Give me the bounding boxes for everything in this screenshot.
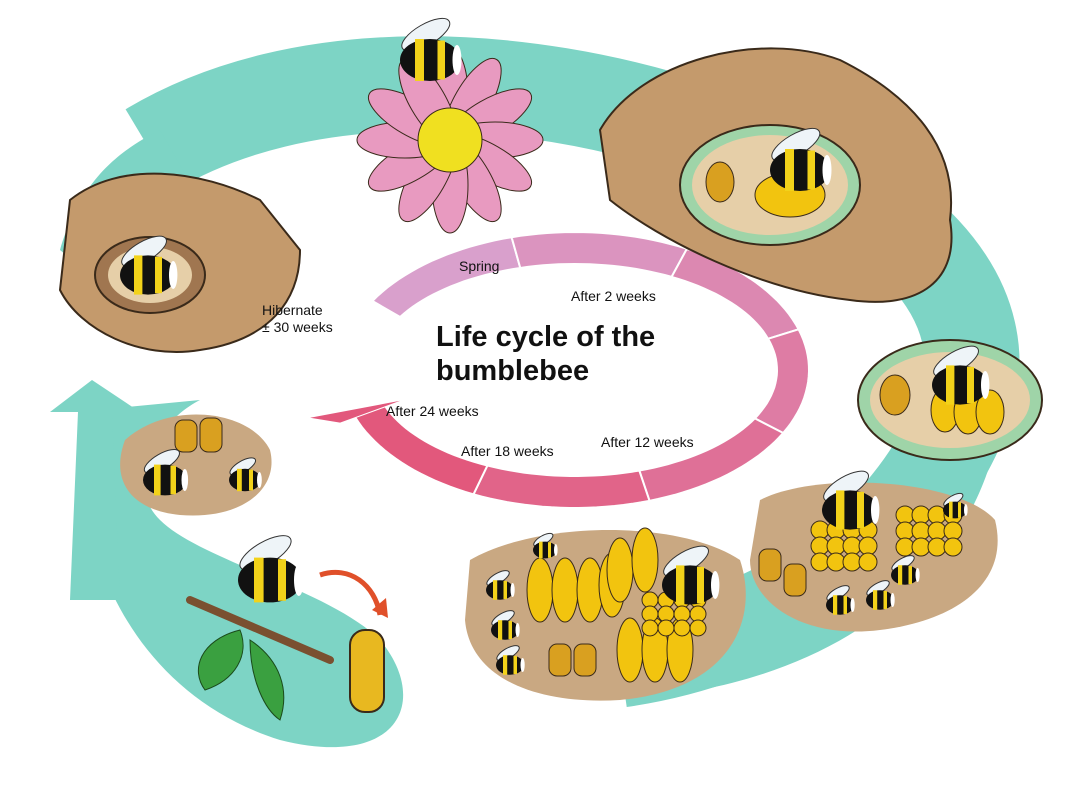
bee-icon <box>826 585 855 615</box>
timeline-segment <box>353 405 489 496</box>
hibernate-duration: ± 30 weeks <box>262 319 333 335</box>
label-after-24-weeks: After 24 weeks <box>386 403 479 419</box>
honey-pot <box>758 548 782 582</box>
larva-cell <box>810 552 830 572</box>
honey-pot <box>783 563 807 597</box>
flower-center <box>417 107 483 173</box>
larva-cell <box>943 521 963 541</box>
bee-icon <box>229 457 262 492</box>
larva-cell <box>689 619 707 637</box>
timeline-segment <box>753 328 811 435</box>
timeline-segment <box>637 417 785 502</box>
larva-cell <box>895 505 915 525</box>
bee-icon <box>400 17 462 81</box>
larva-cell <box>943 537 963 557</box>
bees <box>120 17 990 675</box>
larva-cell <box>842 536 862 556</box>
larva-cell <box>673 619 691 637</box>
new-queen-illustration <box>186 569 388 721</box>
larva-cell <box>927 521 947 541</box>
bee-icon <box>533 532 558 559</box>
larva-cell <box>911 505 931 525</box>
larva-cell <box>657 619 675 637</box>
bee-icon <box>662 545 720 605</box>
brood-cell <box>616 617 644 683</box>
larva-cell <box>858 552 878 572</box>
bee-icon <box>866 580 895 610</box>
timeline-segment <box>370 236 522 319</box>
label-hibernate: Hibernate ± 30 weeks <box>262 302 333 336</box>
bee-icon <box>491 610 520 640</box>
brood-cell <box>551 557 579 623</box>
pink-timeline-ring <box>310 230 811 509</box>
hibernate-text: Hibernate <box>262 302 323 318</box>
bee-icon <box>943 492 968 519</box>
larva-cell <box>895 521 915 541</box>
larva-cell <box>810 520 830 540</box>
diagram-title: Life cycle of the bumblebee <box>436 320 655 388</box>
label-spring: Spring <box>459 258 500 274</box>
label-after-2-weeks: After 2 weeks <box>571 288 656 304</box>
title-line-2: bumblebee <box>436 355 590 387</box>
larva-cell <box>895 537 915 557</box>
bee-icon <box>143 449 189 496</box>
bee-icon <box>496 645 525 675</box>
larva-cell <box>641 619 659 637</box>
title-line-1: Life cycle of the <box>436 321 656 353</box>
larva-cell <box>810 536 830 556</box>
bee-icon <box>891 555 920 585</box>
larva-cell <box>842 552 862 572</box>
timeline-segment <box>510 230 689 279</box>
brood-cell <box>606 537 634 603</box>
bee-icon <box>932 345 990 405</box>
honey-pot <box>548 643 572 677</box>
label-after-12-weeks: After 12 weeks <box>601 434 694 450</box>
larva-cell <box>911 521 931 541</box>
timeline-segment <box>472 464 651 509</box>
bee-icon <box>822 470 880 530</box>
bee-icon <box>120 235 178 295</box>
brood-cell <box>526 557 554 623</box>
bee-icon <box>486 570 515 600</box>
label-after-18-weeks: After 18 weeks <box>461 443 554 459</box>
larva-cell <box>826 552 846 572</box>
bee-icon <box>770 127 832 191</box>
timeline-arrowhead <box>310 400 401 423</box>
larva-cell <box>858 536 878 556</box>
honey-pot <box>573 643 597 677</box>
larva-cell <box>826 536 846 556</box>
brood-cell <box>631 527 659 593</box>
bee-icon <box>238 535 304 603</box>
larva-cell <box>911 537 931 557</box>
larva-cell <box>927 537 947 557</box>
